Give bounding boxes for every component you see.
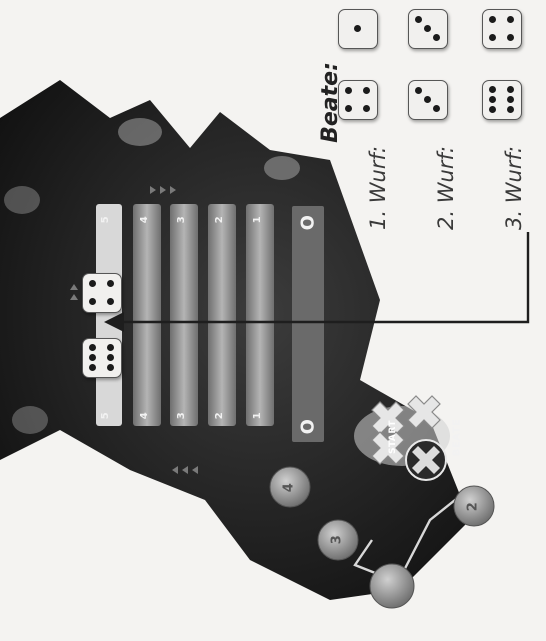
die-pip xyxy=(432,33,440,41)
die-pip xyxy=(362,87,370,95)
die-pip xyxy=(489,96,497,103)
die-pip xyxy=(354,25,361,32)
die-pip xyxy=(506,96,514,103)
lane-number-2: 2 xyxy=(214,215,226,224)
die-pip xyxy=(106,344,114,351)
die-pip xyxy=(89,364,97,371)
lane-number-5: 5 xyxy=(100,215,112,224)
placed-die-4 xyxy=(82,273,122,313)
player-board-label: BEATE xyxy=(451,418,463,457)
lane-2 xyxy=(208,204,236,426)
die-pip xyxy=(345,104,353,112)
edge-markers xyxy=(70,186,198,474)
die-pip xyxy=(415,16,423,24)
circle-4 xyxy=(269,466,311,508)
die-pip xyxy=(424,96,431,103)
lane-4 xyxy=(133,204,161,426)
die-pip xyxy=(489,33,497,41)
start-label: START xyxy=(388,419,399,455)
die-pip xyxy=(106,364,114,371)
bottom-number-4: 4 xyxy=(139,411,151,420)
circle-number-4: 4 xyxy=(281,482,297,493)
lane-number-4: 4 xyxy=(139,215,151,224)
die-pip xyxy=(415,87,423,95)
lane-number-1: 1 xyxy=(252,215,264,224)
throw-label-2: 2. Wurf: xyxy=(433,146,458,230)
board-highlight xyxy=(12,406,48,434)
board-highlight xyxy=(118,118,162,146)
bottom-number-1: 1 xyxy=(252,411,264,420)
die-pip xyxy=(432,104,440,112)
throw-die-1b xyxy=(338,80,378,120)
die-pip xyxy=(506,16,514,24)
die-pip xyxy=(489,106,497,113)
bottom-number-0: O xyxy=(297,418,319,435)
circle-number-2: 2 xyxy=(465,501,481,512)
die-pip xyxy=(345,87,353,95)
lane-number-0: O xyxy=(297,214,319,231)
die-pip xyxy=(89,297,97,305)
throw-die-1a xyxy=(338,9,378,49)
die-pip xyxy=(89,280,97,288)
lane-0 xyxy=(292,206,324,442)
pointer-arrowhead xyxy=(104,312,124,332)
lane-1 xyxy=(246,204,274,426)
die-pip xyxy=(489,16,497,24)
die-pip xyxy=(89,344,97,351)
throw-die-2a xyxy=(408,9,448,49)
board-highlight xyxy=(4,186,40,214)
die-pip xyxy=(506,106,514,113)
die-pip xyxy=(106,354,114,361)
lane-number-3: 3 xyxy=(176,215,188,224)
throw-label-1: 1. Wurf: xyxy=(365,146,390,230)
throw-die-3a xyxy=(482,9,522,49)
die-pip xyxy=(424,25,431,32)
die-pip xyxy=(506,33,514,41)
circle-3 xyxy=(317,519,359,561)
bottom-number-5: 5 xyxy=(100,411,112,420)
throw-label-3: 3. Wurf: xyxy=(501,146,526,230)
circle-number-3: 3 xyxy=(329,534,345,545)
die-pip xyxy=(106,280,114,288)
x-markers xyxy=(371,395,441,465)
throw-die-2b xyxy=(408,80,448,120)
circle-2 xyxy=(453,485,495,527)
lane-3 xyxy=(170,204,198,426)
die-pip xyxy=(89,354,97,361)
die-pip xyxy=(506,86,514,93)
bottom-number-2: 2 xyxy=(214,411,226,420)
circle-start xyxy=(369,563,415,609)
bottom-number-3: 3 xyxy=(176,411,188,420)
pointer-line xyxy=(116,232,530,324)
die-pip xyxy=(106,297,114,305)
board-highlight xyxy=(264,156,300,180)
die-pip xyxy=(362,104,370,112)
die-pip xyxy=(489,86,497,93)
throw-die-3b xyxy=(482,80,522,120)
x-marker-active xyxy=(412,446,440,474)
placed-die-6 xyxy=(82,338,122,378)
